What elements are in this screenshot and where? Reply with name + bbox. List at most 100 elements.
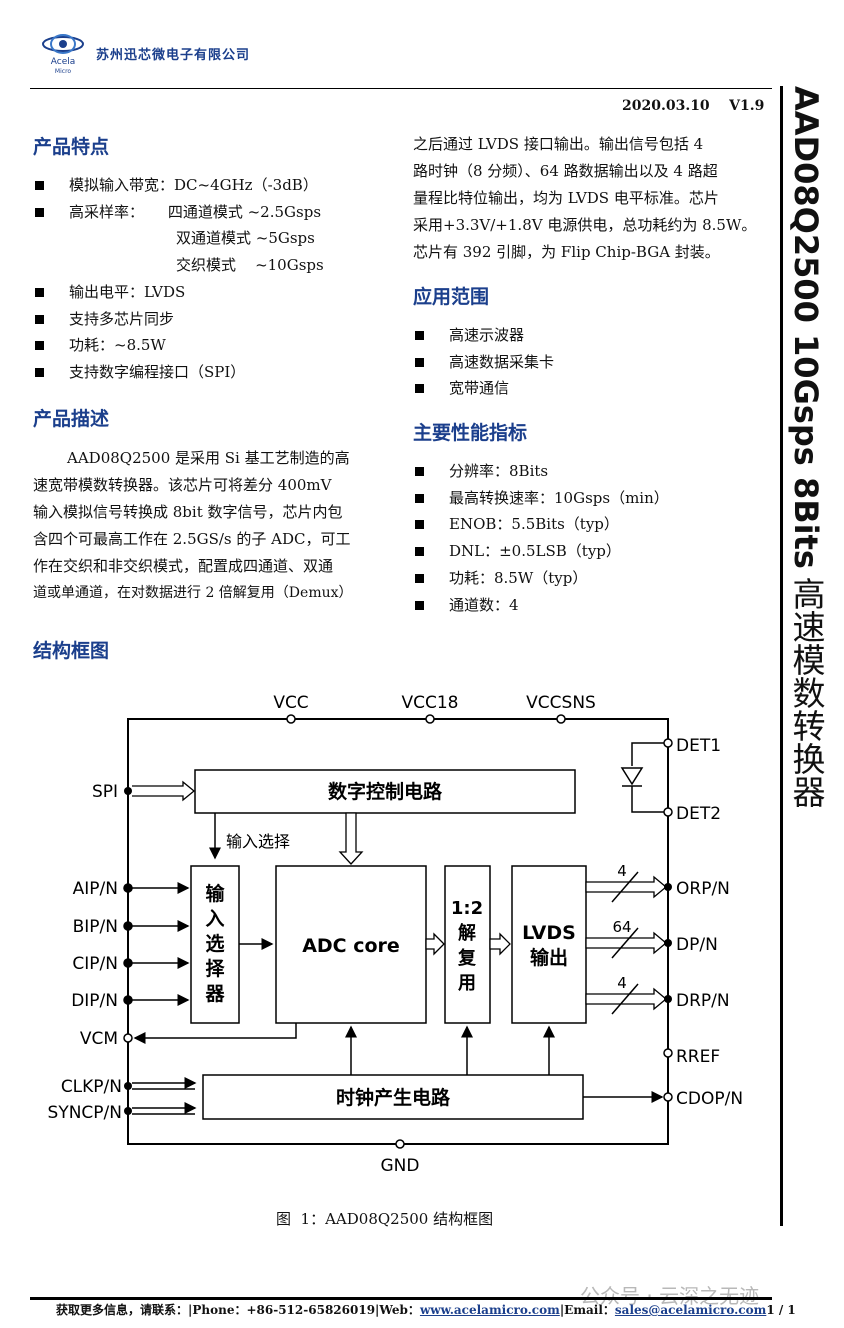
svg-text:64: 64 [612,918,631,936]
digital-control-block [194,769,576,814]
list-item: 最高转换速率：10Gsps（min） [412,485,669,512]
footer: 获取更多信息，请联系：|Phone：+86-512-65826019|Web：w… [56,1303,796,1317]
svg-text:用: 用 [458,973,476,994]
pin-vcm: VCM [80,1029,118,1049]
demux-block [444,865,491,1024]
applications-list: 高速示波器 高速数据采集卡 宽带通信 [412,322,554,402]
lvds-block [511,865,587,1024]
svg-text:Micro: Micro [55,68,71,75]
footer-label: 获取更多信息，请联系：|Phone：+86-512-65826019|Web： [56,1303,420,1317]
svg-text:LVDS: LVDS [522,922,576,944]
svg-text:输出: 输出 [530,946,568,969]
pin-cip: CIP/N [72,954,118,974]
list-item: 支持多芯片同步 [32,306,324,333]
side-title-desc: 高速模数转换器 [787,576,826,808]
bullet-icon [35,207,44,217]
bullet-icon [35,367,44,377]
svg-text:择: 择 [205,958,225,980]
applications-heading: 应用范围 [413,286,490,308]
pin-bip: BIP/N [73,917,118,937]
header-rule [30,88,772,89]
list-item: 通道数：4 [412,592,669,619]
pin-dp: DP/N [676,935,718,955]
svg-text:4: 4 [617,862,627,880]
pin-det1: DET1 [676,736,721,756]
pin-gnd: GND [381,1156,420,1176]
pin-det2: DET2 [676,804,721,824]
company-logo: Acela Micro [38,30,88,76]
pin-clkp: CLKP/N [61,1077,122,1097]
svg-text:入: 入 [205,908,224,930]
input-mux-block [190,865,240,1024]
pin-rref: RREF [676,1047,720,1067]
bullet-icon [415,600,424,610]
svg-text:4: 4 [617,974,627,992]
description-text: AAD08Q2500 是采用 Si 基工艺制造的高 速宽带模数转换器。该芯片可将… [33,449,353,601]
list-item: 功耗：8.5W（typ） [412,565,669,592]
specs-heading: 主要性能指标 [413,422,528,444]
list-item: 模拟输入带宽：DC~4GHz（-3dB） [32,172,324,199]
email-link[interactable]: sales@acelamicro.com [614,1303,767,1317]
page-number: 1 / 1 [766,1303,796,1317]
list-item: 高速数据采集卡 [412,349,554,376]
pin-dip: DIP/N [71,991,118,1011]
svg-text:Acela: Acela [51,57,76,67]
bullet-icon [415,467,424,476]
list-item: 支持数字编程接口（SPI） [32,359,324,386]
svg-text:输: 输 [205,882,225,905]
svg-text:复: 复 [457,947,477,969]
bullet-icon [415,520,424,530]
pin-orp: ORP/N [676,879,730,899]
bullet-icon [415,357,424,367]
list-item: 功耗：~8.5W [32,332,324,359]
svg-text:1:2: 1:2 [451,898,483,919]
side-title-part: AAD08Q2500 10Gsps 8Bits [787,86,825,569]
clock-gen-label: 时钟产生电路 [336,1086,451,1109]
pin-vccsns: VCCSNS [526,693,596,713]
bullet-icon [35,181,44,190]
pin-aip: AIP/N [73,879,118,899]
side-rule [780,86,783,1226]
svg-text:器: 器 [204,983,225,1005]
list-item: 宽带通信 [412,375,554,402]
pin-cdop: CDOP/N [676,1089,743,1109]
website-link[interactable]: www.acelamicro.com [419,1303,560,1317]
list-item: DNL：±0.5LSB（typ） [412,538,669,565]
watermark: 公众号 · 云深之无迹 [580,1284,760,1308]
list-item: ENOB：5.5Bits（typ） [412,511,669,538]
bullet-icon [415,547,424,557]
list-item: 分辨率：8Bits [412,458,669,485]
date-version: 2020.03.10 V1.9 [622,98,765,114]
bullet-icon [35,341,44,351]
bullet-icon [415,384,424,394]
adc-core-label: ADC core [302,935,400,957]
bullet-icon [415,573,424,583]
list-item: 交织模式 ~10Gsps [176,256,324,275]
list-item: 高速示波器 [412,322,554,349]
list-item: 双通道模式 ~5Gsps [176,229,315,248]
pin-spi: SPI [92,782,118,802]
list-item: 输出电平：LVDS [32,279,324,306]
bullet-icon [35,287,44,297]
input-select-label: 输入选择 [226,832,290,851]
svg-text:解: 解 [458,922,476,944]
footer-rule [30,1297,772,1300]
block-diagram: VCC VCC18 VCCSNS 数字控制电路 SPI 输入选择 输 入 选 择… [48,693,744,1176]
figure-caption: 图 1：AAD08Q2500 结构框图 [276,1210,494,1228]
features-list: 模拟输入带宽：DC~4GHz（-3dB） 高采样率： 四通道模式 ~2.5Gsp… [32,172,324,386]
list-item: 高采样率： 四通道模式 ~2.5Gsps [32,199,324,226]
pin-vcc: VCC [273,693,308,713]
company-name: 苏州迅芯微电子有限公司 [96,48,251,63]
svg-text:选: 选 [205,933,224,955]
diagram-heading: 结构框图 [33,640,110,662]
digital-control-label: 数字控制电路 [328,780,443,803]
specs-list: 分辨率：8Bits 最高转换速率：10Gsps（min） ENOB：5.5Bit… [412,458,669,618]
description-continued: 之后通过 LVDS 接口输出。输出信号包括 4 路时钟（8 分频）、64 路数据… [413,135,757,261]
pin-syncp: SYNCP/N [48,1103,122,1123]
description-heading: 产品描述 [33,408,110,430]
pin-drp: DRP/N [676,991,730,1011]
features-heading: 产品特点 [33,136,110,158]
bullet-icon [35,314,44,324]
bullet-icon [415,493,424,503]
bullet-icon [415,331,424,340]
